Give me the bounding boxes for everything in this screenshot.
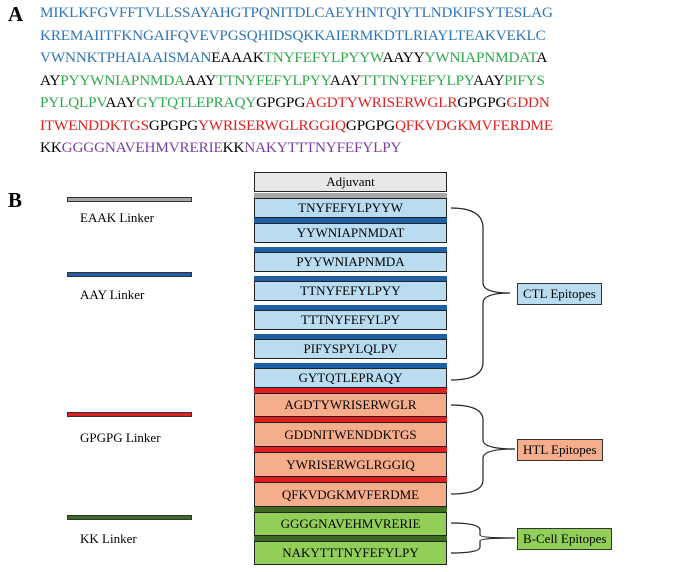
sequence-segment: MIKLKFGVFFTVLLSSAYAHGTPQNITDLCAEYHNTQIYT… [40,4,553,21]
htl-epitope-box: QFKVDGKMVFERDME [254,482,447,507]
sequence-segment: GPGPG [457,94,507,111]
sequence-segment: GGGGNAVEHMVRERIE [61,139,223,156]
htl-epitope-box: GDDNITWENDDKTGS [254,422,447,447]
sequence-line: PYLQLPVAAYGYTQTLEPRAQYGPGPGAGDTYWRISERWG… [40,92,680,115]
sequence-line: KREMAIITFKNGAIFQVEVPGSQHIDSQKKAIERMKDTLR… [40,25,680,48]
sequence-segment: KK [222,139,245,156]
legend-bar-gpgpg [67,412,192,417]
sequence-segment: AAYY [382,49,425,66]
legend-label-kk: KK Linker [80,531,137,546]
aay-linker [254,276,447,281]
sequence-segment: GYTQTLEPRAQY [136,94,257,111]
kk-linker [254,507,447,512]
aay-linker [254,305,447,310]
ctl-epitope-box: TTNYFEFYLPYY [254,281,447,301]
sequence-segment: YWRISERWGLRGGIQ [197,116,346,134]
sequence-segment: ITWENDDKTGS [40,116,149,134]
sequence-segment: GDDN [506,94,550,111]
legend-label-eaak: EAAK Linker [80,210,155,225]
aay-linker [254,218,447,223]
sequence-segment: KREMAIITFKNGAIFQVEVPGSQHIDSQKKAIERMKDTLR… [40,26,546,44]
kk-linker [254,536,447,541]
gpgpg-linker [254,477,447,482]
sequence-line: MIKLKFGVFFTVLLSSAYAHGTPQNITDLCAEYHNTQIYT… [40,2,680,25]
sequence-segment: EAAAK [211,49,264,66]
gpgpg-linker [254,388,447,393]
htl-epitopes-label: HTL Epitopes [517,439,603,461]
aay-linker [254,363,447,368]
panel-b-label: B [8,188,23,212]
legend-bar-kk [67,515,192,520]
vaccine-sequence: MIKLKFGVFFTVLLSSAYAHGTPQNITDLCAEYHNTQIYT… [40,2,680,160]
adjuvant-box: Adjuvant [254,172,447,192]
sequence-segment: TTNYFEFYLPYY [216,71,330,89]
ctl-epitope-box: TTTNYFEFYLPY [254,310,447,330]
gpgpg-linker [254,417,447,422]
bcell-epitope-box: GGGGNAVEHMVRERIE [254,512,447,536]
bcell-epitopes-label: B-Cell Epitopes [517,528,613,550]
ctl-epitopes-label: CTL Epitopes [517,283,602,305]
ctl-epitope-box: PYYWNIAPNMDA [254,252,447,272]
sequence-segment: NAKYTTTNYFEFYLPY [244,139,402,156]
sequence-line: ITWENDDKTGSGPGPGYWRISERWGLRGGIQGPGPGQFKV… [40,115,680,138]
sequence-segment: GPGPG [256,94,306,111]
sequence-segment: PIFYS [504,71,545,89]
htl-brace [450,404,516,495]
eaak-linker [254,193,447,198]
sequence-line: VWNNKTPHAIAAISMANEAAAKTNYFEFYLPYYWAAYYYW… [40,47,680,70]
sequence-segment: TTTNYFEFYLPY [360,71,474,89]
sequence-segment: VWNNKTPHAIAAISMAN [40,49,212,66]
sequence-segment: TNYFEFYLPYYW [263,49,383,66]
htl-epitope-box: YWRISERWGLRGGIQ [254,452,447,477]
ctl-epitope-box: GYTQTLEPRAQY [254,368,447,388]
htl-epitope-box: AGDTYWRISERWGLR [254,393,447,417]
aay-linker [254,334,447,339]
sequence-segment: AAY [105,94,137,111]
sequence-segment: GPGPG [345,116,395,134]
ctl-epitope-box: PIFYSPYLQLPV [254,339,447,359]
legend-label-aay: AAY Linker [80,287,145,302]
bcell-brace [450,522,516,554]
bcell-epitope-box: NAKYTTTNYFEFYLPY [254,541,447,565]
sequence-segment: QFKVDGKMVFERDME [394,116,554,134]
sequence-segment: PYYWNIAPNMDA [60,71,186,89]
ctl-epitope-box: TNYFEFYLPYYW [254,198,447,218]
sequence-segment: YWNIAPNMDAT [424,49,537,66]
sequence-segment: AAY [185,71,217,89]
sequence-segment: GPGPG [148,116,198,134]
sequence-line: KKGGGGNAVEHMVRERIEKKNAKYTTTNYFEFYLPY [40,137,680,160]
sequence-segment: AGDTYWRISERWGLR [305,94,458,111]
legend-label-gpgpg: GPGPG Linker [80,430,161,445]
sequence-segment: AY [40,71,61,89]
legend-bar-aay [67,272,192,277]
sequence-segment: KK [40,139,62,156]
sequence-segment: A [536,49,548,66]
ctl-epitope-box: YYWNIAPNMDAT [254,223,447,243]
ctl-brace [450,207,511,381]
gpgpg-linker [254,447,447,452]
sequence-segment: AAY [329,71,361,89]
sequence-line: AYPYYWNIAPNMDAAAYTTNYFEFYLPYYAAYTTTNYFEF… [40,70,680,93]
sequence-segment: AAY [473,71,505,89]
panel-a-label: A [8,2,24,26]
aay-linker [254,247,447,252]
sequence-segment: PYLQLPV [40,94,106,111]
legend-bar-eaak [67,197,192,202]
